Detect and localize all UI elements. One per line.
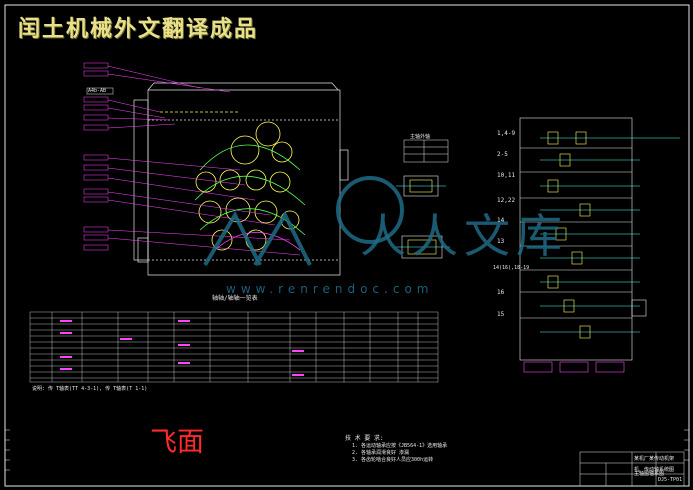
- notes-line: 3. 各齿轮啮合良好人员应300h运转: [352, 457, 434, 463]
- notes-line: 2. 各轴承润滑良好 渗漏: [352, 450, 410, 456]
- gearbox-housing: [133, 82, 349, 276]
- shaft-label: 12,22: [497, 197, 516, 204]
- parts-table: [29, 311, 439, 383]
- shaft-label: 14: [497, 217, 505, 224]
- title-block: [579, 451, 685, 487]
- small-table: [403, 139, 449, 163]
- drawing-code: DJ5-TP01: [658, 477, 683, 483]
- assembly-caption: 轴轴/轴轴一览表: [212, 295, 258, 302]
- shaft-label: 2-5: [497, 151, 508, 158]
- section-views: [396, 175, 450, 259]
- watermark-logo: [203, 176, 404, 267]
- corner-tag: A4b-AB: [88, 88, 107, 94]
- stamp-label: 飞面: [150, 427, 204, 458]
- notes-heading: 技 术 要 求:: [345, 435, 384, 442]
- shaft-label: 16: [497, 289, 505, 296]
- shaft-stack: [519, 117, 680, 373]
- watermark-brand: 人人文库: [360, 209, 568, 263]
- title-block-line: 机、传动轴系统图: [634, 467, 675, 473]
- table-footer: 说明: 传 T轴表(TT 4-3-1), 传 T轴表(T 1-1): [32, 386, 148, 392]
- watermark-url: www.renrendoc.com: [226, 282, 434, 296]
- shaft-label: 13: [497, 238, 505, 245]
- small-table-title: 主轴外轴: [410, 134, 431, 140]
- shaft-label: 15: [497, 311, 505, 318]
- notes-line: 1. 各运动轴承应按《JB564-1》选用轴承: [352, 443, 448, 449]
- gear-train: [160, 111, 306, 251]
- title-block-line: 主轴图轴系图: [634, 471, 665, 477]
- title-block-line: 某机厂某传动机架: [634, 456, 675, 462]
- shaft-label: 14(16),18-19: [493, 265, 530, 271]
- shaft-label: 10,11: [497, 172, 516, 179]
- shaft-label: 1,4-9: [497, 130, 516, 137]
- page-title: 闰土机械外文翻译成品: [18, 17, 259, 42]
